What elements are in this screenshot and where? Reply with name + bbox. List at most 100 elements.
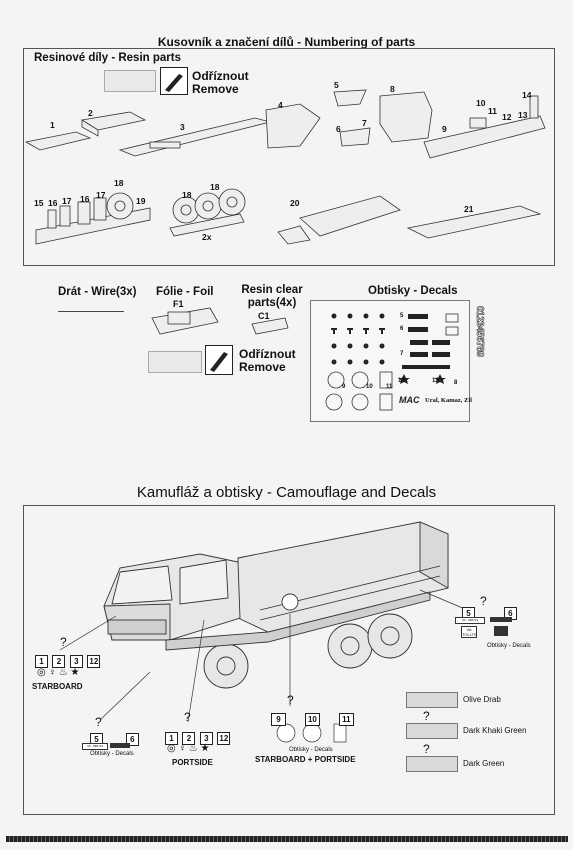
rear-plate: VA - 586719 — [455, 617, 485, 624]
foil-label: Fólie - Foil — [156, 286, 214, 298]
part-number: 4 — [278, 100, 283, 110]
part-number: 5 — [334, 80, 339, 90]
foil-part-number: F1 — [173, 299, 184, 309]
obtisky-decals-caption: Obtisky - Decals — [487, 643, 531, 649]
part-number: 8 — [390, 84, 395, 94]
color-swatch-dark-green — [406, 756, 458, 772]
part-number: 6 — [336, 124, 341, 134]
part-number: 19 — [136, 196, 146, 206]
remove-label-bottom: Odříznout Remove — [239, 347, 296, 374]
part-number: 20 — [290, 198, 300, 208]
part-number: 10 — [476, 98, 486, 108]
rear-plate-dark — [490, 617, 512, 622]
front-plate: VA - 586719 — [82, 743, 108, 750]
mac-logo: MAC — [399, 395, 420, 405]
portside-label: PORTSIDE — [172, 758, 213, 767]
question-mark: ? — [480, 594, 487, 608]
remove-label-top: Odříznout Remove — [192, 69, 249, 96]
clear-parts-label: Resin clear parts(4x) — [241, 284, 303, 309]
part-number: 2 — [88, 108, 93, 118]
middle-boxes: 9 10 11 — [271, 709, 354, 727]
decals-title: Obtisky - Decals — [368, 285, 458, 297]
part-number: 17 — [96, 190, 106, 200]
qty-label: 2x — [202, 232, 212, 242]
starboard-label: STARBOARD — [32, 682, 83, 691]
wire-label: Drát - Wire(3x) — [58, 286, 137, 298]
decal-number: 12 — [398, 378, 405, 384]
page-bottom-bar — [6, 836, 568, 842]
question-mark: ? — [423, 709, 430, 723]
decal-box: 11 — [338, 713, 354, 726]
rear-plate-small-dark — [494, 626, 508, 636]
part-number: 3 — [180, 122, 185, 132]
decal-number: 6 — [400, 326, 404, 332]
question-mark: ? — [287, 693, 294, 707]
obtisky-decals-caption: Obtisky - Decals — [90, 751, 134, 757]
decal-number: 5 — [400, 313, 404, 319]
color-label: Dark Green — [463, 759, 505, 768]
question-mark: ? — [60, 635, 67, 649]
decals-brand-text: Ural, Kamaz, Zil — [425, 397, 472, 404]
front-plate-dark — [110, 743, 130, 748]
part-number: 14 — [522, 90, 532, 100]
part-number: 9 — [442, 124, 447, 134]
decal-number: 7 — [400, 351, 404, 357]
decal-symbols-icon: ◎ ♀ ♨ ★ — [37, 667, 80, 678]
remove-swatch-bottom — [148, 351, 202, 373]
decal-number: 11 — [386, 384, 393, 390]
decal-box: 6 — [125, 733, 139, 746]
part-number: 21 — [464, 204, 474, 214]
resin-parts-label: Resinové díly - Resin parts — [34, 52, 181, 64]
part-number: 7 — [362, 118, 367, 128]
decal-number: 9 — [342, 384, 346, 390]
color-label: Olive Drab — [463, 695, 501, 704]
color-swatch-olive-drab — [406, 692, 458, 708]
camo-panel — [23, 505, 555, 815]
decal-box: 3 — [199, 732, 213, 745]
decal-number: 12 — [432, 378, 439, 384]
part-number: 15 — [34, 198, 44, 208]
question-mark: ? — [95, 715, 102, 729]
part-number: 16 — [48, 198, 58, 208]
parts-title: Kusovník a značení dílů - Numbering of p… — [157, 35, 416, 49]
decal-box: 10 — [304, 713, 320, 726]
portside-boxes: 1 2 3 12 — [165, 728, 231, 746]
part-number: 11 — [488, 106, 497, 116]
rear-plate-small: VA TOLLTE — [461, 626, 477, 638]
obtisky-decals-caption: Obtisky - Decals — [289, 747, 333, 753]
question-mark: ? — [184, 710, 191, 724]
decal-number: 10 — [366, 384, 373, 390]
starboard-portside-label: STARBOARD + PORTSIDE — [255, 755, 356, 764]
part-number: 16 — [80, 194, 90, 204]
color-label: Dark Khaki Green — [463, 726, 527, 735]
decal-number: 8 — [454, 380, 458, 386]
part-number: 18 — [114, 178, 124, 188]
clear-part-number: C1 — [258, 311, 270, 321]
vertical-number-decal: 0123456789 — [474, 306, 486, 357]
part-number: 1 — [50, 120, 55, 130]
part-number: 18 — [210, 182, 220, 192]
front-boxes: 5 6 — [90, 729, 139, 747]
decal-box: 9 — [271, 713, 286, 726]
decals-sheet — [310, 300, 470, 422]
part-number: 12 — [502, 112, 512, 122]
knife-icon — [160, 67, 188, 95]
decal-symbols-icon: ◎ ♀ ♨ ★ — [167, 743, 210, 754]
parts-panel — [23, 48, 555, 266]
wire-line — [58, 311, 124, 312]
question-mark: ? — [423, 742, 430, 756]
remove-swatch-top — [104, 70, 156, 92]
camo-title: Kamufláž a obtisky - Camouflage and Deca… — [136, 484, 437, 501]
part-number: 17 — [62, 196, 72, 206]
part-number: 13 — [518, 110, 528, 120]
color-swatch-dark-khaki-green — [406, 723, 458, 739]
knife-icon — [205, 345, 233, 375]
starboard-boxes: 1 2 3 12 — [35, 651, 101, 669]
part-number: 18 — [182, 190, 192, 200]
decal-box: 12 — [87, 655, 101, 668]
decal-box: 12 — [217, 732, 231, 745]
